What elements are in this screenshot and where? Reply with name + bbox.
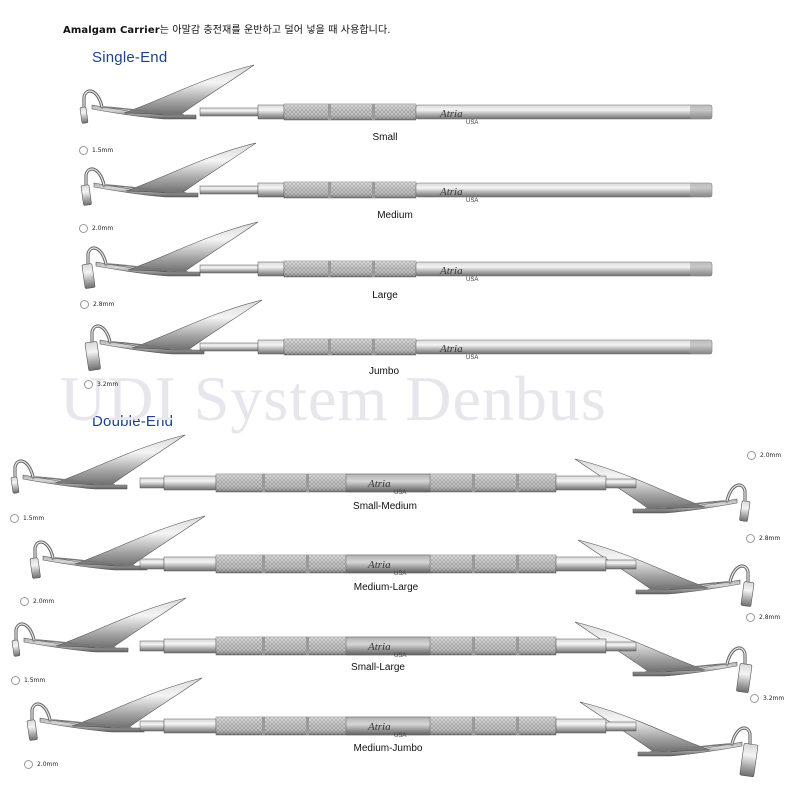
carrier-tip bbox=[574, 458, 751, 522]
size-option-right[interactable]: 2.8mm bbox=[746, 534, 780, 543]
radio-circle-icon bbox=[747, 451, 756, 460]
intro-title: Amalgam Carrier bbox=[63, 25, 160, 36]
instrument-label: Small-Large bbox=[351, 662, 405, 673]
carrier-tip bbox=[10, 434, 186, 494]
instrument-label: Medium-Large bbox=[353, 582, 419, 593]
brand-logo: Atria bbox=[439, 265, 463, 277]
carrier-tip bbox=[577, 539, 755, 607]
brand-logo: Atria bbox=[367, 721, 391, 733]
instrument-label: Medium-Jumbo bbox=[353, 743, 423, 754]
size-option-right[interactable]: 2.8mm bbox=[746, 613, 780, 622]
size-value: 2.0mm bbox=[33, 598, 55, 605]
instrument-label: Large bbox=[372, 290, 398, 301]
intro-text: 는 아말감 충전재를 운반하고 덜어 넣을 때 사용합니다. bbox=[159, 25, 391, 36]
size-option[interactable]: 2.8mm bbox=[80, 300, 114, 309]
carrier-tip bbox=[81, 221, 259, 289]
carrier-tip bbox=[29, 515, 206, 579]
section-title-single-end: Single-End bbox=[92, 49, 168, 66]
size-option-right[interactable]: 3.2mm bbox=[750, 694, 784, 703]
size-option[interactable]: 2.0mm bbox=[79, 224, 113, 233]
instrument-label: Small bbox=[372, 132, 398, 143]
radio-circle-icon bbox=[746, 613, 755, 622]
brand-logo-sub: USA bbox=[394, 733, 406, 739]
watermark: UDI System Denbus bbox=[60, 363, 607, 434]
radio-circle-icon bbox=[750, 694, 759, 703]
size-option[interactable]: 1.5mm bbox=[79, 146, 113, 155]
size-option[interactable]: 3.2mm bbox=[84, 380, 118, 389]
brand-logo: Atria bbox=[439, 186, 463, 198]
carrier-tip bbox=[84, 299, 263, 371]
brand-logo: Atria bbox=[439, 343, 463, 355]
radio-circle-icon bbox=[79, 224, 88, 233]
carrier-tip bbox=[11, 597, 187, 657]
size-value: 1.5mm bbox=[23, 515, 45, 522]
radio-circle-icon bbox=[80, 300, 89, 309]
size-value: 2.0mm bbox=[760, 452, 782, 459]
carrier-tip bbox=[26, 677, 203, 741]
size-option-left[interactable]: 1.5mm bbox=[10, 514, 44, 523]
carrier-tip bbox=[79, 64, 255, 124]
carrier-tip bbox=[579, 701, 759, 777]
brand-logo-sub: USA bbox=[394, 653, 406, 659]
size-value: 2.8mm bbox=[759, 614, 781, 621]
brand-logo-sub: USA bbox=[394, 490, 406, 496]
radio-circle-icon bbox=[84, 380, 93, 389]
carrier-tip bbox=[80, 142, 257, 206]
radio-circle-icon bbox=[746, 534, 755, 543]
size-value: 3.2mm bbox=[97, 381, 119, 388]
section-title-double-end: Double-End bbox=[92, 413, 174, 430]
brand-logo: Atria bbox=[367, 559, 391, 571]
radio-circle-icon bbox=[10, 514, 19, 523]
size-option-left[interactable]: 1.5mm bbox=[11, 676, 45, 685]
intro-line: Amalgam Carrier는 아말감 충전재를 운반하고 덜어 넣을 때 사… bbox=[63, 21, 391, 36]
instrument-label: Small-Medium bbox=[353, 501, 417, 512]
brand-logo: Atria bbox=[439, 108, 463, 120]
size-value: 2.8mm bbox=[93, 301, 115, 308]
brand-logo-sub: USA bbox=[394, 571, 406, 577]
radio-circle-icon bbox=[20, 597, 29, 606]
radio-circle-icon bbox=[79, 146, 88, 155]
size-value: 1.5mm bbox=[24, 677, 46, 684]
brand-logo-sub: USA bbox=[466, 355, 478, 361]
size-option-right[interactable]: 2.0mm bbox=[747, 451, 781, 460]
size-value: 2.8mm bbox=[759, 535, 781, 542]
size-value: 1.5mm bbox=[92, 147, 114, 154]
size-option-left[interactable]: 2.0mm bbox=[20, 597, 54, 606]
size-value: 2.0mm bbox=[92, 225, 114, 232]
size-option-left[interactable]: 2.0mm bbox=[24, 760, 58, 769]
instrument-label: Medium bbox=[377, 210, 413, 221]
radio-circle-icon bbox=[11, 676, 20, 685]
brand-logo-sub: USA bbox=[466, 120, 478, 126]
size-value: 3.2mm bbox=[763, 695, 785, 702]
brand-logo: Atria bbox=[367, 478, 391, 490]
instrument-label: Jumbo bbox=[368, 366, 400, 377]
brand-logo-sub: USA bbox=[466, 198, 478, 204]
carrier-tip bbox=[574, 621, 753, 693]
radio-circle-icon bbox=[24, 760, 33, 769]
size-value: 2.0mm bbox=[37, 761, 59, 768]
brand-logo: Atria bbox=[367, 641, 391, 653]
brand-logo-sub: USA bbox=[466, 277, 478, 283]
